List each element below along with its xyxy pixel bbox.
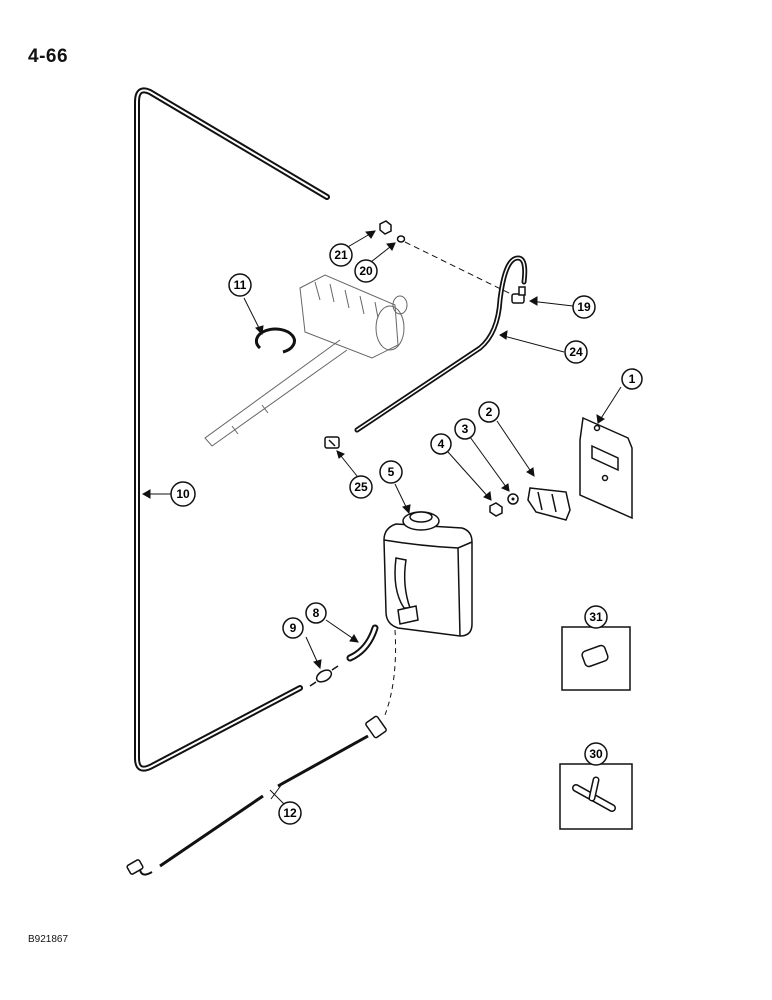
callout-9: 9 [282, 617, 304, 639]
callout-label-21: 21 [334, 248, 348, 262]
callout-label-9: 9 [290, 621, 297, 635]
nut-part [379, 220, 392, 235]
callout-label-8: 8 [313, 606, 320, 620]
washer-hose-long [134, 87, 330, 772]
tee-connector-box [559, 763, 633, 830]
callout-2: 2 [478, 401, 500, 423]
callout-label-5: 5 [388, 465, 395, 479]
mounting-bracket [579, 416, 633, 520]
callout-5: 5 [379, 460, 403, 484]
callout-label-24: 24 [569, 345, 583, 359]
retaining-ring [254, 327, 296, 354]
callout-25: 25 [349, 475, 373, 499]
callout-31: 31 [584, 605, 608, 629]
callout-19: 19 [572, 295, 596, 319]
callout-8: 8 [305, 602, 327, 624]
leader-lines [141, 230, 622, 809]
callout-label-31: 31 [589, 610, 603, 624]
pump-wire-harness [126, 629, 397, 876]
callout-12: 12 [278, 801, 302, 825]
callout-label-10: 10 [176, 487, 190, 501]
callout-21: 21 [329, 243, 353, 267]
callout-label-30: 30 [589, 747, 603, 761]
gasket-kit-box [561, 626, 631, 691]
callout-label-12: 12 [283, 806, 297, 820]
callout-11: 11 [228, 273, 252, 297]
reservoir-hose [346, 624, 379, 662]
callout-24: 24 [564, 340, 588, 364]
hose-clip [324, 436, 340, 449]
nozzle-fitting [511, 286, 526, 304]
washer-part [396, 235, 406, 243]
pump-bracket [527, 487, 571, 521]
callout-label-19: 19 [577, 300, 591, 314]
page-number: 4-66 [28, 46, 69, 67]
callout-20: 20 [354, 259, 378, 283]
callout-label-2: 2 [486, 405, 493, 419]
callout-10: 10 [170, 481, 196, 507]
callout-label-4: 4 [438, 437, 445, 451]
callout-label-11: 11 [234, 278, 247, 292]
callout-label-25: 25 [354, 480, 368, 494]
callout-1: 1 [621, 368, 643, 390]
callout-label-20: 20 [359, 264, 373, 278]
assembly-centerline [404, 241, 514, 296]
wiper-motor-assembly [204, 274, 408, 447]
flat-washer [507, 493, 519, 505]
callout-3: 3 [454, 418, 476, 440]
hex-nut [489, 502, 503, 517]
check-valve [309, 665, 339, 687]
drawing-code: B921867 [28, 934, 69, 945]
callout-label-3: 3 [462, 422, 469, 436]
callout-label-1: 1 [629, 372, 636, 386]
callout-30: 30 [584, 742, 608, 766]
washer-hose-short [354, 255, 528, 433]
washer-reservoir [383, 511, 473, 637]
callout-4: 4 [430, 433, 452, 455]
